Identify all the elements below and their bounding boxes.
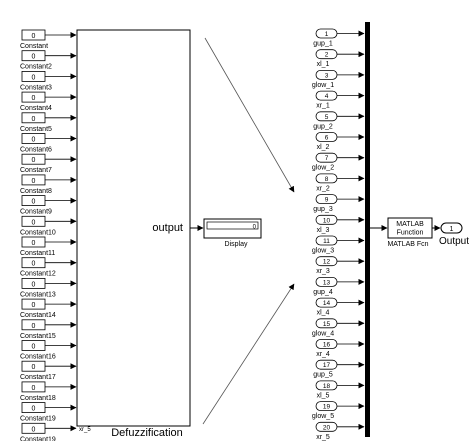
inport-number: 19 bbox=[323, 404, 331, 411]
constant-label: Constant4 bbox=[20, 105, 52, 112]
inport-number: 16 bbox=[323, 342, 331, 349]
constant-label: Constant5 bbox=[20, 126, 52, 133]
inport-label: gup_2 bbox=[313, 123, 333, 130]
inport-label: xl_2 bbox=[317, 144, 330, 151]
constant-value: 0 bbox=[32, 240, 36, 247]
inport-number: 6 bbox=[325, 135, 329, 142]
mux-bar[interactable] bbox=[365, 22, 370, 437]
inport-label: xl_3 bbox=[317, 227, 330, 234]
output-port-number: 1 bbox=[450, 226, 454, 233]
constant-value: 0 bbox=[32, 302, 36, 309]
inport-number: 9 bbox=[325, 197, 329, 204]
inport-number: 15 bbox=[323, 321, 331, 328]
constant-value: 0 bbox=[32, 54, 36, 61]
inport-number: 20 bbox=[323, 424, 331, 431]
big-arrow-bottom bbox=[202, 283, 295, 425]
subsystem-name: Defuzzification bbox=[111, 427, 183, 439]
constant-value: 0 bbox=[32, 116, 36, 123]
inport-number: 14 bbox=[323, 300, 331, 307]
inport-label: gup_3 bbox=[313, 206, 333, 213]
inport-label: glow_5 bbox=[312, 413, 334, 420]
subsystem-input-port-label: xr_5 bbox=[79, 427, 91, 433]
inport-number: 10 bbox=[323, 217, 331, 224]
inport-label: glow_1 bbox=[312, 82, 334, 89]
output-port-label: Output bbox=[439, 236, 469, 247]
inport-label: xr_1 bbox=[316, 103, 330, 110]
inport-number: 13 bbox=[323, 279, 331, 286]
constant-label: Constant6 bbox=[20, 147, 52, 154]
constant-label: Constant3 bbox=[20, 84, 52, 91]
inport-label: xl_4 bbox=[317, 310, 330, 317]
constant-label: Constant8 bbox=[20, 188, 52, 195]
constant-label: Constant19 bbox=[20, 436, 56, 441]
constant-value: 0 bbox=[32, 199, 36, 206]
constant-value: 0 bbox=[32, 157, 36, 164]
inport-label: xl_1 bbox=[317, 61, 330, 68]
constant-label: Constant15 bbox=[20, 333, 56, 340]
display-screen bbox=[206, 221, 259, 230]
constant-label: Constant10 bbox=[20, 229, 56, 236]
defuzzification-subsystem[interactable] bbox=[76, 29, 191, 427]
constant-label: Constant bbox=[20, 43, 48, 50]
constant-value: 0 bbox=[32, 426, 36, 433]
output-port-block[interactable] bbox=[440, 222, 463, 234]
constant-value: 0 bbox=[32, 261, 36, 268]
inport-number: 7 bbox=[325, 155, 329, 162]
matlab-fcn-line2: Function bbox=[397, 230, 424, 237]
inport-label: gup_4 bbox=[313, 289, 333, 296]
constant-value: 0 bbox=[32, 364, 36, 371]
constant-label: Constant19 bbox=[20, 416, 56, 423]
constant-label: Constant11 bbox=[20, 250, 55, 257]
inport-label: xr_2 bbox=[316, 185, 330, 192]
inport-label: glow_3 bbox=[312, 248, 334, 255]
constant-label: Constant17 bbox=[20, 374, 56, 381]
inport-label: gup_1 bbox=[313, 41, 333, 48]
constant-label: Constant7 bbox=[20, 167, 52, 174]
inport-label: xr_4 bbox=[316, 351, 330, 358]
matlab-fcn-line1: MATLAB bbox=[396, 221, 424, 228]
constant-value: 0 bbox=[32, 281, 36, 288]
constant-label: Constant16 bbox=[20, 354, 56, 361]
big-arrow-top bbox=[204, 37, 295, 193]
constant-label: Constant13 bbox=[20, 291, 56, 298]
constant-value: 0 bbox=[32, 406, 36, 413]
inport-label: xl_5 bbox=[317, 392, 330, 399]
constant-value: 0 bbox=[32, 219, 36, 226]
inport-label: glow_4 bbox=[312, 330, 334, 337]
inport-number: 2 bbox=[325, 52, 329, 59]
matlab-fcn-caption: MATLAB Fcn bbox=[387, 241, 428, 248]
constant-label: Constant2 bbox=[20, 64, 52, 71]
constant-value: 0 bbox=[32, 137, 36, 144]
display-value: 0 bbox=[253, 225, 257, 231]
inport-number: 3 bbox=[325, 72, 329, 79]
inport-label: xr_5 bbox=[316, 434, 330, 441]
inport-label: xr_3 bbox=[316, 268, 330, 275]
inport-number: 11 bbox=[323, 238, 330, 245]
inport-number: 5 bbox=[325, 114, 329, 121]
constant-value: 0 bbox=[32, 95, 36, 102]
constant-label: Constant12 bbox=[20, 271, 56, 278]
inport-number: 4 bbox=[325, 93, 329, 100]
constant-label: Constant14 bbox=[20, 312, 56, 319]
inport-blocks: 1 gup_1 2 xl_1 3 glow_1 4 xr_1 5 gup_2 6 xl_2 7 glow_… bbox=[312, 28, 365, 441]
inport-number: 12 bbox=[323, 259, 331, 266]
constant-value: 0 bbox=[32, 178, 36, 185]
constant-value: 0 bbox=[32, 74, 36, 81]
constant-label: Constant18 bbox=[20, 395, 56, 402]
subsystem-output-port-label: output bbox=[152, 222, 183, 234]
display-label: Display bbox=[225, 241, 248, 248]
inport-number: 17 bbox=[323, 362, 331, 369]
inport-label: glow_2 bbox=[312, 165, 334, 172]
inport-label: gup_5 bbox=[313, 372, 333, 379]
inport-number: 8 bbox=[325, 176, 329, 183]
constant-value: 0 bbox=[32, 33, 36, 40]
constant-value: 0 bbox=[32, 385, 36, 392]
inport-number: 18 bbox=[323, 383, 331, 390]
constant-label: Constant9 bbox=[20, 209, 52, 216]
inport-number: 1 bbox=[325, 31, 329, 38]
constant-value: 0 bbox=[32, 344, 36, 351]
constant-value: 0 bbox=[32, 323, 36, 330]
